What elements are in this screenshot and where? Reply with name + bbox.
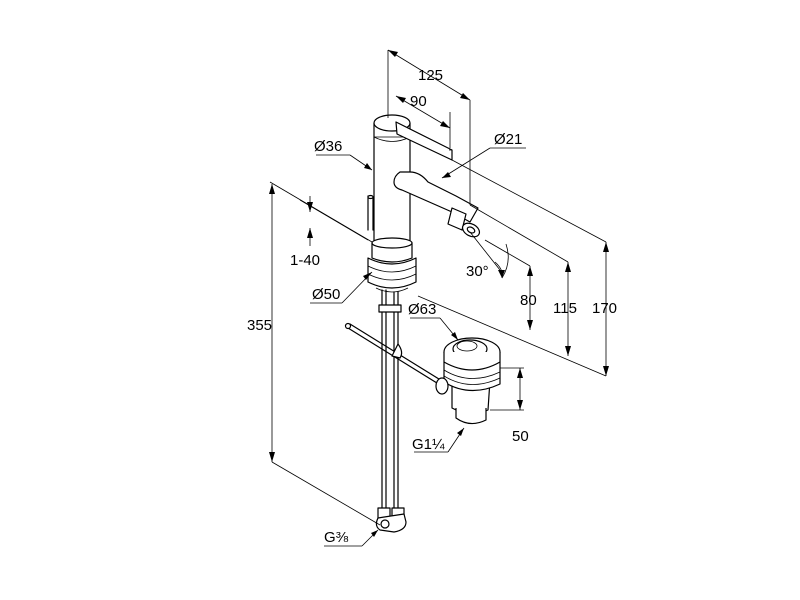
diameter-36-label: Ø36 — [314, 138, 342, 155]
dimension-80-label: 80 — [520, 292, 537, 309]
supply-hoses — [375, 289, 407, 533]
thread-g1-1-4-label: G1¼ — [412, 436, 445, 453]
diameter-50-label: Ø50 — [312, 286, 340, 303]
dimension-170-label: 170 — [592, 300, 617, 317]
dimension-lines — [269, 49, 609, 547]
dimension-115-label: 115 — [553, 300, 577, 317]
dimension-90-label: 90 — [410, 93, 427, 110]
diameter-21-label: Ø21 — [494, 131, 522, 148]
dimension-labels: 125 90 Ø36 Ø21 1-40 30° Ø50 Ø63 355 80 1… — [247, 67, 617, 546]
pop-up-waste — [344, 322, 501, 425]
dimension-355-label: 355 — [247, 317, 272, 334]
dimension-125-label: 125 — [418, 67, 443, 84]
dimension-50-label: 50 — [512, 428, 529, 445]
adjustment-1-40-label: 1-40 — [290, 252, 320, 269]
thread-g3-8-label: G⅜ — [324, 529, 349, 546]
tap-body — [367, 114, 481, 293]
angle-30-label: 30° — [466, 263, 489, 280]
diameter-63-label: Ø63 — [408, 301, 436, 318]
